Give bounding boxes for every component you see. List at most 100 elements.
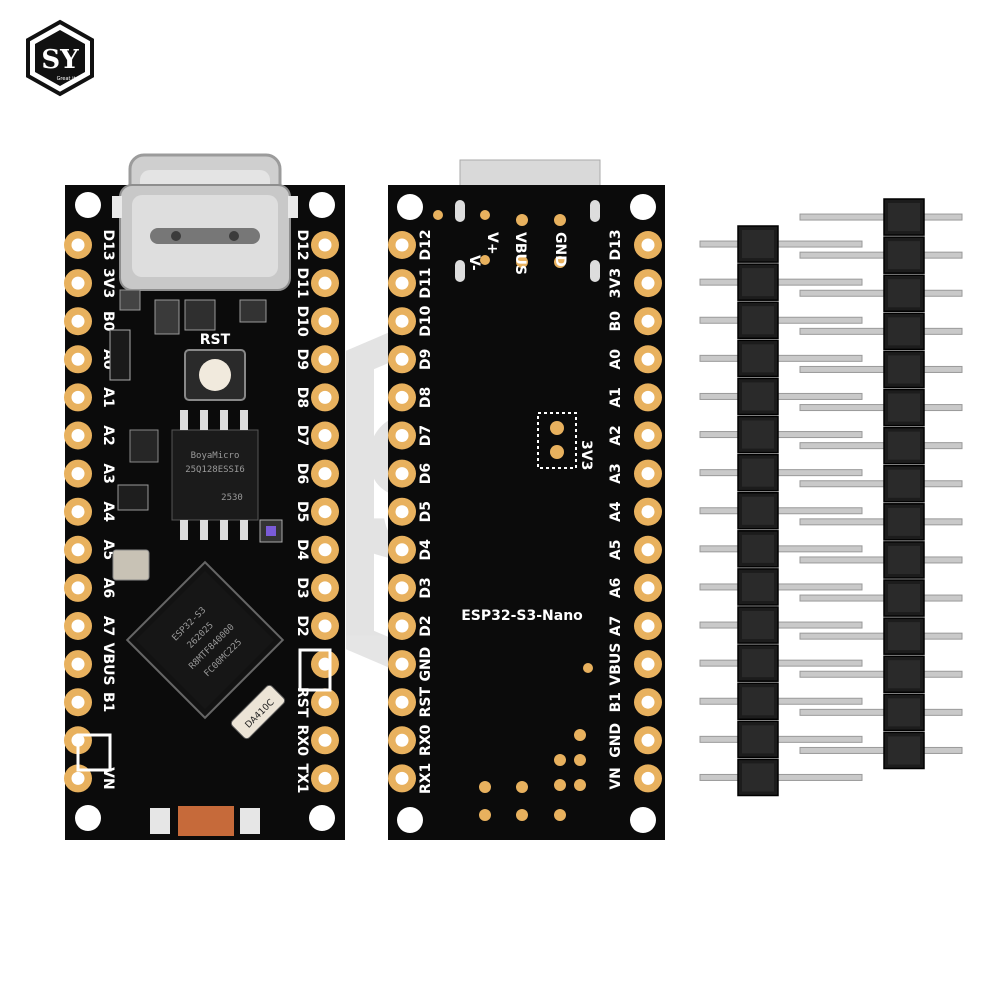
flash-chip: BoyaMicro 25Q128ESSI6 2530 <box>171 410 259 540</box>
header-left-pin-pin-5 <box>699 431 863 439</box>
back-left-label-1: D11 <box>418 268 434 299</box>
front-left-label-0: D13 <box>100 229 116 260</box>
front-right-label-6: D6 <box>294 463 310 484</box>
front-left-label-7: A4 <box>100 501 116 522</box>
back-left-label-5: D7 <box>418 425 434 446</box>
header-right-pin-pin-7 <box>799 480 963 488</box>
header-right-pin-pin-14 <box>799 746 963 754</box>
back-left-label-13: RX0 <box>418 724 434 756</box>
back-left-label-9: D3 <box>418 577 434 598</box>
header-left-pin-pin-4 <box>699 392 863 400</box>
front-right-label-8: D4 <box>294 539 310 561</box>
back-left-label-0: D12 <box>418 229 434 260</box>
header-left-pin-pin-9 <box>699 583 863 591</box>
front-left-label-11: VBUS <box>100 643 116 686</box>
back-right-label-8: A5 <box>608 540 624 561</box>
front-right-label-2: D10 <box>294 306 310 337</box>
back-right-label-7: A4 <box>608 501 624 522</box>
front-right-label-13: RX0 <box>294 725 310 757</box>
header-right-pin-pin-11 <box>799 632 963 640</box>
header-left-pin-pin-13 <box>699 735 863 743</box>
front-left-label-8: A5 <box>100 540 116 561</box>
header-right-pin-pin-1 <box>799 251 963 259</box>
back-right-label-4: A1 <box>608 387 624 408</box>
front-left-label-12: B1 <box>100 692 116 712</box>
brand-logo: SY Great it <box>26 19 94 97</box>
front-left-label-5: A2 <box>100 425 116 446</box>
esp32-s3-chip: ESP32-S3 262025 R8MTF840000 FC00MC225 <box>125 560 285 720</box>
back-right-label-13: GND <box>608 723 624 758</box>
front-left-label-10: A7 <box>100 616 116 637</box>
back-right-label-5: A2 <box>608 425 624 446</box>
front-right-label-7: D5 <box>294 501 310 522</box>
header-left-pin-pin-0 <box>699 240 863 248</box>
header-right-pin-pin-6 <box>799 442 963 450</box>
back-left-label-7: D5 <box>418 501 434 522</box>
back-right-label-2: B0 <box>608 311 624 332</box>
flash-chip-line-2: 25Q128ESSI6 <box>185 465 245 475</box>
pin-header-right <box>799 198 963 770</box>
back-right-label-0: D13 <box>608 229 624 260</box>
front-right-label-3: D9 <box>294 349 310 370</box>
back-top-label-gnd: GND <box>552 232 568 267</box>
front-left-label-2: B0 <box>100 311 116 332</box>
front-left-label-1: 3V3 <box>100 268 116 298</box>
header-right-pin-pin-4 <box>799 365 963 373</box>
back-left-label-10: D2 <box>418 615 434 636</box>
front-right-label-4: D8 <box>294 387 310 408</box>
back-right-label-6: A3 <box>608 463 624 484</box>
header-left-pin-pin-14 <box>699 773 863 781</box>
back-left-label-6: D6 <box>418 463 434 484</box>
back-top-label-vminus: V- <box>466 255 482 271</box>
back-top-label-vbus: VBUS <box>512 232 528 275</box>
header-left-pin-pin-6 <box>699 469 863 477</box>
header-right-pin-pin-10 <box>799 594 963 602</box>
pin-header-left <box>699 225 863 797</box>
back-right-pin-pads <box>634 231 662 793</box>
back-right-label-12: B1 <box>608 692 624 712</box>
header-right-pin-pin-0 <box>799 213 963 221</box>
back-right-label-9: A6 <box>608 578 624 599</box>
header-left-pin-pin-1 <box>699 278 863 286</box>
logo-tagline: Great it <box>57 76 76 82</box>
front-right-label-1: D11 <box>294 268 310 299</box>
front-right-label-0: D12 <box>294 229 310 260</box>
header-left-pin-pin-7 <box>699 507 863 515</box>
back-right-label-10: A7 <box>608 616 624 637</box>
header-right-pin-pin-2 <box>799 289 963 297</box>
back-right-label-14: VN <box>608 767 624 790</box>
back-left-label-12: RST <box>418 687 434 718</box>
front-right-pin-pads <box>311 231 339 793</box>
front-right-label-14: TX1 <box>294 763 310 793</box>
back-left-label-11: GND <box>418 647 434 682</box>
header-left-pin-pin-2 <box>699 316 863 324</box>
back-top-label-vplus: V+ <box>484 232 500 255</box>
front-right-label-10: D2 <box>294 615 310 636</box>
front-right-label-9: D3 <box>294 577 310 598</box>
header-left-pin-pin-11 <box>699 659 863 667</box>
back-pcb <box>388 185 665 840</box>
header-right-pin-pin-3 <box>799 327 963 335</box>
front-right-label-12: RST <box>294 687 310 718</box>
back-left-pin-pads <box>388 231 416 793</box>
header-left-pin-pin-8 <box>699 545 863 553</box>
header-right-pin-pin-9 <box>799 556 963 564</box>
header-right-pin-pin-12 <box>799 670 963 678</box>
front-left-label-14: VN <box>100 767 116 790</box>
board-name: ESP32-S3-Nano <box>461 608 583 624</box>
header-left-pin-pin-10 <box>699 621 863 629</box>
front-right-label-5: D7 <box>294 425 310 446</box>
front-left-label-4: A1 <box>100 387 116 408</box>
back-left-label-2: D10 <box>418 305 434 336</box>
flash-chip-line-1: BoyaMicro <box>191 451 240 461</box>
flash-chip-line-3: 2530 <box>221 493 243 503</box>
back-right-label-1: 3V3 <box>608 268 624 298</box>
reset-label: RST <box>200 332 231 348</box>
front-left-pin-pads <box>64 231 92 793</box>
